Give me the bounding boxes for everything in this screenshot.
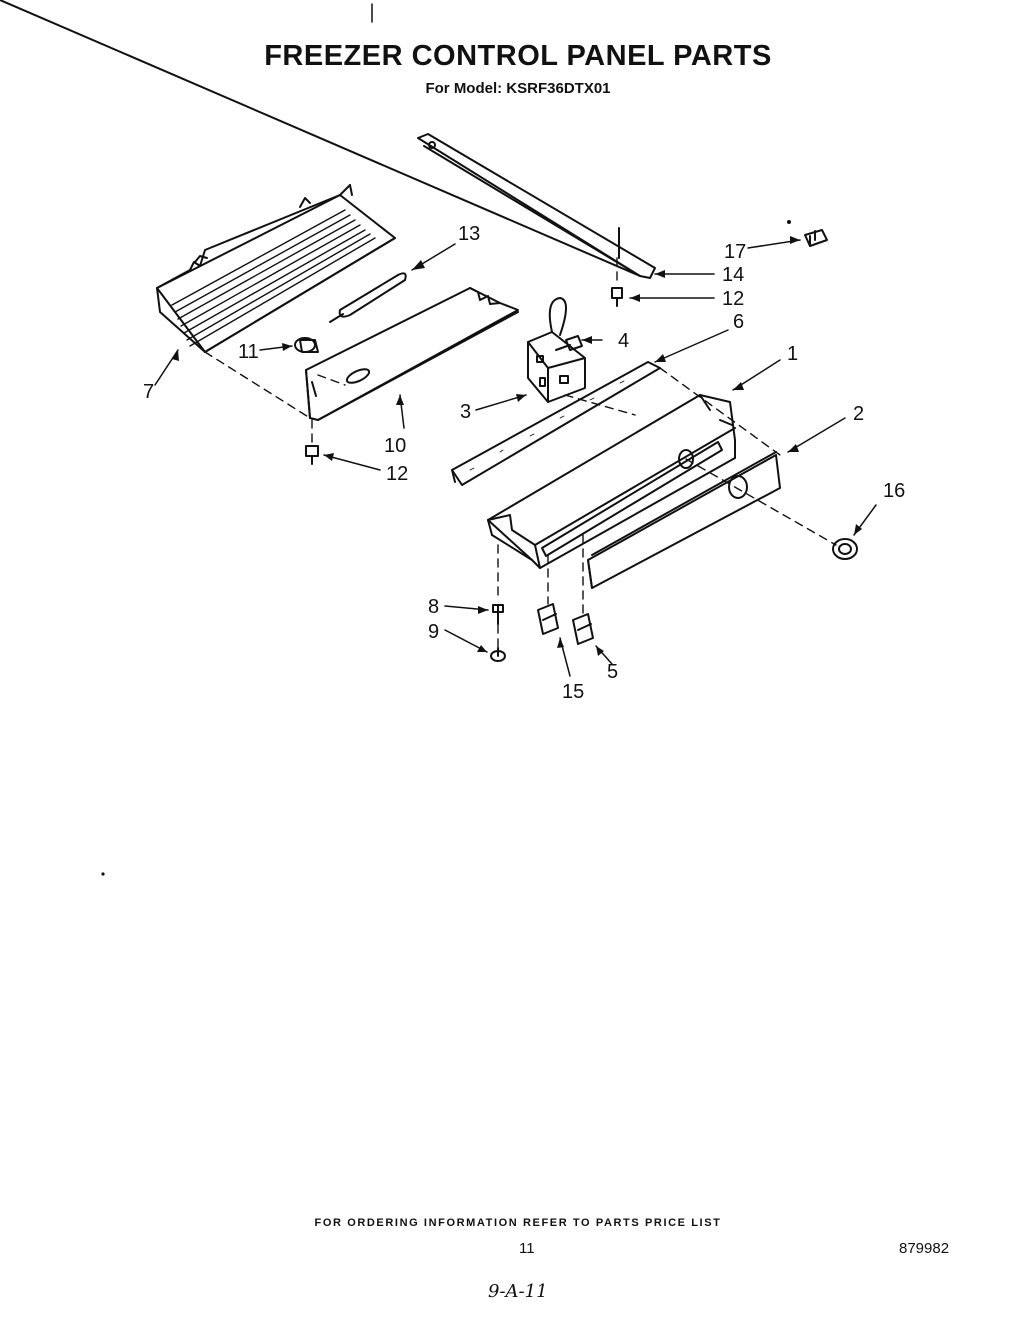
- callout-14: 14: [722, 264, 744, 286]
- callout-7: 7: [143, 381, 154, 403]
- callout-12-lower: 12: [386, 463, 408, 485]
- part-2-front-trim: [587, 451, 781, 589]
- callout-13: 13: [458, 223, 480, 245]
- callout-2: 2: [853, 403, 864, 425]
- ordering-note: FOR ORDERING INFORMATION REFER TO PARTS …: [314, 1217, 722, 1229]
- stray-dot: [101, 872, 105, 876]
- callout-5: 5: [607, 661, 618, 683]
- part-9-washer: [490, 647, 506, 662]
- model-subtitle: For Model: KSRF36DTX01: [425, 80, 611, 97]
- callout-11: 11: [238, 341, 259, 363]
- part-13-sensing-bulb: [329, 272, 407, 323]
- part-8-screw: [492, 604, 504, 625]
- part-11-clip: [294, 337, 319, 353]
- callout-4: 4: [618, 330, 629, 352]
- callout-6: 6: [733, 311, 744, 333]
- part-1-control-housing: [487, 394, 736, 569]
- document-number: 879982: [899, 1240, 950, 1257]
- callout-1: 1: [787, 343, 798, 365]
- leader-arrowheads: [172, 236, 862, 656]
- part-12-screw-upper: [611, 287, 623, 307]
- part-15-switch: [537, 603, 559, 635]
- callout-15: 15: [562, 681, 584, 703]
- callout-16: 16: [883, 480, 905, 502]
- part-6-gasket-strip: [451, 361, 661, 486]
- page-title: FREEZER CONTROL PANEL PARTS: [264, 40, 772, 72]
- callout-10: 10: [384, 435, 406, 457]
- callout-17: 17: [724, 241, 746, 263]
- part-7-louver-panel: [156, 184, 396, 353]
- part-16-knob: [832, 538, 858, 560]
- part-10-bracket-plate: [305, 287, 519, 421]
- part-5-switch: [572, 613, 594, 645]
- part-3-thermostat: [527, 297, 586, 403]
- part-14-top-bracket: [0, 0, 656, 279]
- part-4-screw: [555, 335, 583, 351]
- part-12-screw-lower: [305, 445, 319, 465]
- callout-9: 9: [428, 621, 439, 643]
- callout-3: 3: [460, 401, 471, 423]
- callout-8: 8: [428, 596, 439, 618]
- leader-lines: [154, 239, 877, 677]
- callout-12-upper: 12: [722, 288, 744, 310]
- page-number: 11: [519, 1240, 535, 1257]
- assembly-dash-lines: [204, 257, 837, 649]
- part-17-clip: [787, 220, 828, 247]
- handwritten-note: 9-A-11: [488, 1281, 548, 1302]
